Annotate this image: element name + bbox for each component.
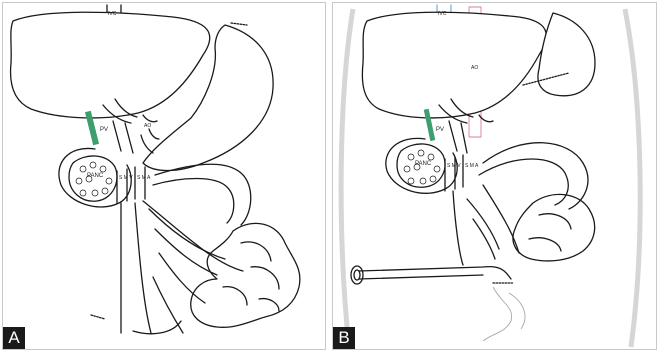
panel-a: IVC PV AO PANC S M V S M A A — [2, 2, 326, 350]
abdominal-wall-left — [341, 9, 353, 347]
label-sma: S M A — [137, 175, 151, 181]
small-bowel-folds — [529, 214, 571, 251]
stoma-limb — [359, 267, 511, 279]
jejunal-limb-inner — [153, 179, 234, 224]
mesentery-folds — [467, 199, 499, 259]
label-pv: PV — [436, 127, 444, 133]
label-smv: S M V — [447, 163, 461, 169]
stoma-inner — [354, 270, 360, 280]
abdominal-wall-right — [625, 9, 640, 347]
label-ivc: IVC — [108, 11, 117, 17]
label-smv: S M V — [119, 175, 133, 181]
mesentery-folds — [149, 209, 225, 333]
residual-mesentery — [483, 287, 525, 341]
mesentery-edges — [453, 185, 519, 265]
label-ao: AO — [471, 65, 478, 71]
small-bowel-loops — [191, 223, 300, 327]
bowel-staple — [91, 315, 105, 319]
panel-b: IVC PV AO PANC S M V S M A B — [332, 2, 657, 350]
small-bowel-folds — [223, 242, 279, 311]
liver — [362, 12, 546, 118]
label-ivc: IVC — [438, 11, 447, 17]
jejunal-limb-inner — [479, 159, 568, 205]
anatomy-drawing-a: IVC PV AO PANC S M V S M A — [3, 3, 325, 349]
liver — [11, 12, 210, 118]
panel-letter-b: B — [333, 327, 355, 349]
small-bowel-loops — [513, 194, 595, 260]
panel-letter-a: A — [3, 327, 25, 349]
jejunal-limb — [483, 143, 588, 209]
mesentery-edges — [121, 201, 243, 333]
label-panc: PANC — [415, 161, 432, 167]
stomach-staple — [231, 23, 247, 25]
bowel-tail — [133, 321, 181, 334]
label-ao: AO — [144, 123, 151, 129]
stoma — [351, 266, 363, 284]
anatomy-drawing-b: IVC PV AO PANC S M V S M A — [333, 3, 656, 349]
label-panc: PANC — [87, 173, 104, 179]
jejunal-limb — [155, 164, 251, 225]
mesenteric-vessels — [445, 155, 463, 191]
stomach-remnant — [538, 13, 595, 96]
label-pv: PV — [100, 127, 108, 133]
label-sma: S M A — [465, 163, 479, 169]
